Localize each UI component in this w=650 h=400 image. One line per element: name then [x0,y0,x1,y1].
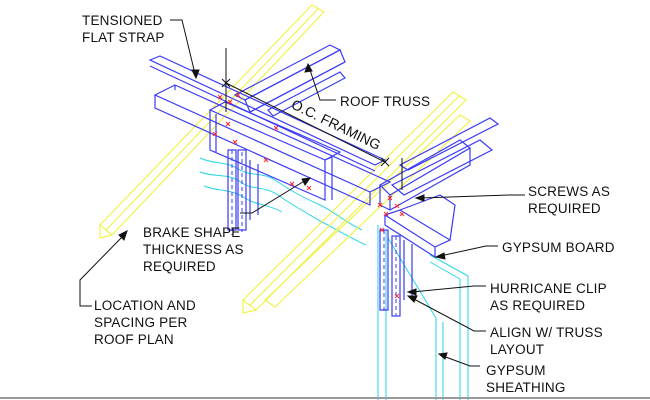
screws-label: SCREWS AS REQUIRED [528,184,611,216]
tensioned-flat-strap-label: TENSIONED FLAT STRAP [82,13,165,45]
gypsum-board-label: GYPSUM BOARD [502,240,615,255]
leader-lines [79,19,525,367]
brake-shape-label: BRAKE SHAPE THICKNESS AS REQUIRED [143,225,244,274]
gypsum-sheathing-lines [199,157,469,400]
screw-marks [212,92,405,299]
gypsum-sheathing-label: GYPSUM SHEATHING [486,363,566,395]
steel-framing [148,44,500,317]
hurricane-clip-label: HURRICANE CLIP AS REQUIRED [490,281,607,313]
align-truss-label: ALIGN W/ TRUSS LAYOUT [490,325,603,357]
hidden-lines [231,150,397,316]
location-spacing-label: LOCATION AND SPACING PER ROOF PLAN [94,298,196,347]
roof-truss-label: ROOF TRUSS [340,94,431,109]
oc-dimension [221,48,403,190]
